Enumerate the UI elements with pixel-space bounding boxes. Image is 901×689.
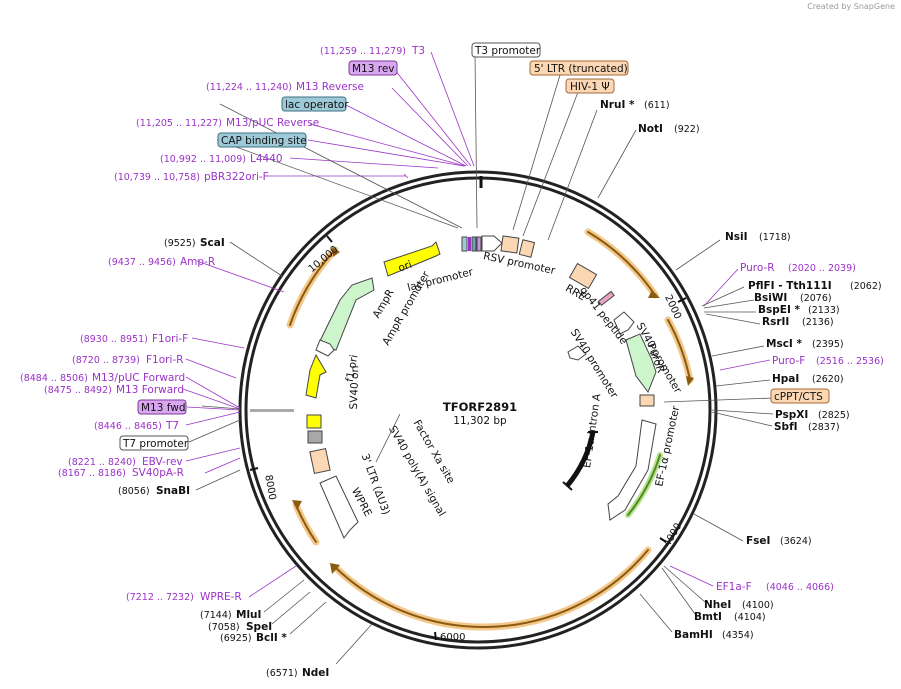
inner-ef1a-promoter: EF-1α promoter <box>653 404 682 487</box>
ef1a-intron-arc <box>565 431 596 488</box>
tick-label-8000: 8000 <box>262 474 277 501</box>
inner-ef1a-intron: EF-1α intron A <box>581 392 603 469</box>
orf-arrows <box>286 228 694 631</box>
gp41-feature <box>597 290 615 306</box>
rsv-promoter-feature <box>481 235 503 252</box>
ampr-feature <box>317 277 375 351</box>
cppt-feature <box>639 394 655 407</box>
snapgene-credit: Created by SnapGene <box>807 2 895 11</box>
lac-stack <box>461 236 482 252</box>
wpre-feature <box>319 475 359 539</box>
backbone-ring-inner <box>244 176 712 644</box>
t7-gray-bar <box>250 409 294 412</box>
inner-sv40-promoter-b: SV40 promoter <box>568 327 621 401</box>
f1ori-feature <box>305 353 327 399</box>
inner-ampr-promoter: AmpR promoter <box>380 269 432 348</box>
gray-feature <box>307 430 323 444</box>
inner-ori: ori <box>397 259 414 275</box>
plasmid-size: 11,302 bp <box>453 415 507 427</box>
orf-arc-3 <box>332 546 652 631</box>
rre-feature <box>568 262 598 290</box>
inner-features <box>250 235 657 539</box>
tick-label-6000: 6000 <box>440 632 465 643</box>
sv40-promoter-a-feature <box>613 311 635 335</box>
orf-arrow-heads <box>292 247 694 574</box>
plasmid-name: TFORF2891 <box>443 400 517 414</box>
sv40-promoter-b-feature <box>567 345 587 361</box>
ltr5-feature <box>500 235 520 254</box>
ltr3-feature <box>309 447 331 475</box>
leader-lines <box>182 51 775 665</box>
tick-marks <box>249 235 687 641</box>
inner-f1ori: f1 ori <box>344 354 361 383</box>
inner-ampr: AmpR <box>371 287 397 320</box>
ampr-promoter-feature <box>315 339 335 357</box>
sv40ori-feature <box>306 414 322 429</box>
hiv-psi-feature <box>518 239 536 258</box>
ori-feature <box>383 241 441 277</box>
ef1a-promoter-feature <box>607 419 657 521</box>
inner-sv40ori: SV40 ori <box>348 365 362 410</box>
puror-feature <box>625 333 657 394</box>
